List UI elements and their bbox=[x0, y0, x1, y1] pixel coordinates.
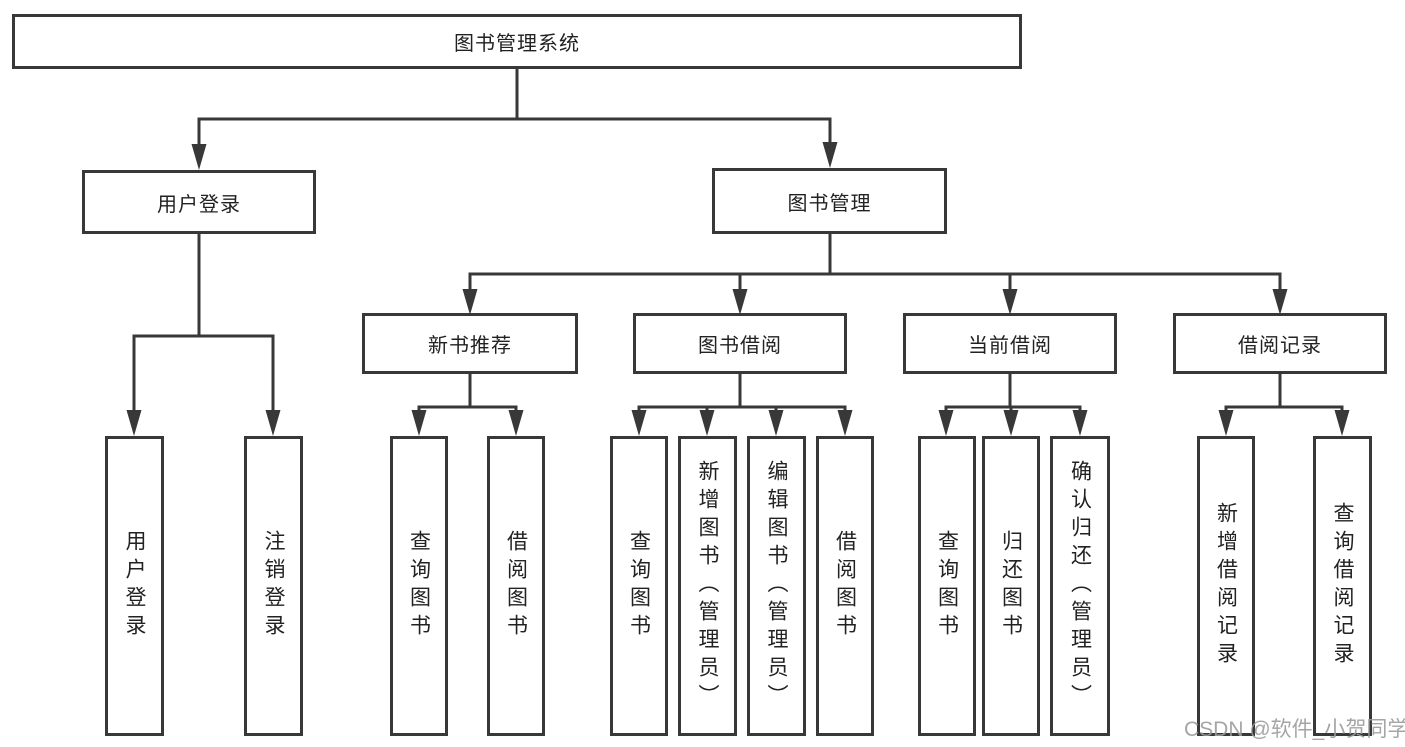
leaf-br-query-record-label: 查询借阅记录 bbox=[1331, 502, 1354, 670]
node-new-book-recommend-label: 新书推荐 bbox=[428, 335, 512, 357]
leaf-bb-add-book-label: 新增图书（管理员） bbox=[696, 460, 719, 712]
csdn-watermark: CSDN @软件_小贺同学 bbox=[1184, 718, 1405, 741]
leaf-cb-query-book-label: 查询图书 bbox=[935, 530, 959, 642]
leaf-user-login: 用户登录 bbox=[105, 436, 164, 736]
node-borrow-record: 借阅记录 bbox=[1173, 313, 1387, 374]
node-book-management-label: 图书管理 bbox=[787, 192, 872, 215]
node-new-book-recommend: 新书推荐 bbox=[362, 313, 578, 374]
node-current-borrow: 当前借阅 bbox=[903, 313, 1117, 374]
leaf-cb-confirm-return-label: 确认归还（管理员） bbox=[1068, 460, 1092, 712]
node-user-login: 用户登录 bbox=[82, 170, 316, 234]
leaf-logout-login: 注销登录 bbox=[244, 436, 303, 736]
leaf-bb-query-book-label: 查询图书 bbox=[627, 530, 651, 642]
leaf-bb-borrow-book-label: 借阅图书 bbox=[833, 530, 857, 642]
leaf-bb-edit-book-label: 编辑图书（管理员） bbox=[765, 460, 788, 712]
leaf-nbr-borrow-book-label: 借阅图书 bbox=[504, 530, 528, 642]
leaf-cb-return-book-label: 归还图书 bbox=[999, 530, 1023, 642]
leaf-br-query-record: 查询借阅记录 bbox=[1313, 436, 1372, 736]
leaf-cb-query-book: 查询图书 bbox=[918, 436, 976, 736]
leaf-bb-query-book: 查询图书 bbox=[610, 436, 668, 736]
leaf-logout-login-label: 注销登录 bbox=[262, 530, 285, 642]
leaf-bb-borrow-book: 借阅图书 bbox=[816, 436, 874, 736]
arrowhead-icons bbox=[126, 142, 1350, 436]
leaf-cb-confirm-return: 确认归还（管理员） bbox=[1050, 436, 1110, 736]
leaf-nbr-query-book-label: 查询图书 bbox=[407, 530, 431, 642]
leaf-cb-return-book: 归还图书 bbox=[982, 436, 1040, 736]
node-user-login-label: 用户登录 bbox=[157, 193, 241, 216]
leaf-nbr-query-book: 查询图书 bbox=[390, 436, 448, 736]
node-book-borrow-label: 图书借阅 bbox=[698, 335, 782, 357]
node-book-management: 图书管理 bbox=[712, 168, 947, 234]
leaf-br-add-record: 新增借阅记录 bbox=[1197, 436, 1255, 736]
leaf-user-login-label: 用户登录 bbox=[123, 530, 146, 642]
node-borrow-record-label: 借阅记录 bbox=[1238, 335, 1322, 357]
leaf-br-add-record-label: 新增借阅记录 bbox=[1214, 502, 1238, 670]
node-current-borrow-label: 当前借阅 bbox=[968, 335, 1052, 357]
node-book-borrow: 图书借阅 bbox=[633, 313, 847, 374]
leaf-nbr-borrow-book: 借阅图书 bbox=[487, 436, 545, 736]
leaf-bb-add-book: 新增图书（管理员） bbox=[678, 436, 737, 736]
node-root-label: 图书管理系统 bbox=[454, 33, 580, 55]
node-root: 图书管理系统 bbox=[12, 14, 1022, 69]
leaf-bb-edit-book: 编辑图书（管理员） bbox=[747, 436, 806, 736]
